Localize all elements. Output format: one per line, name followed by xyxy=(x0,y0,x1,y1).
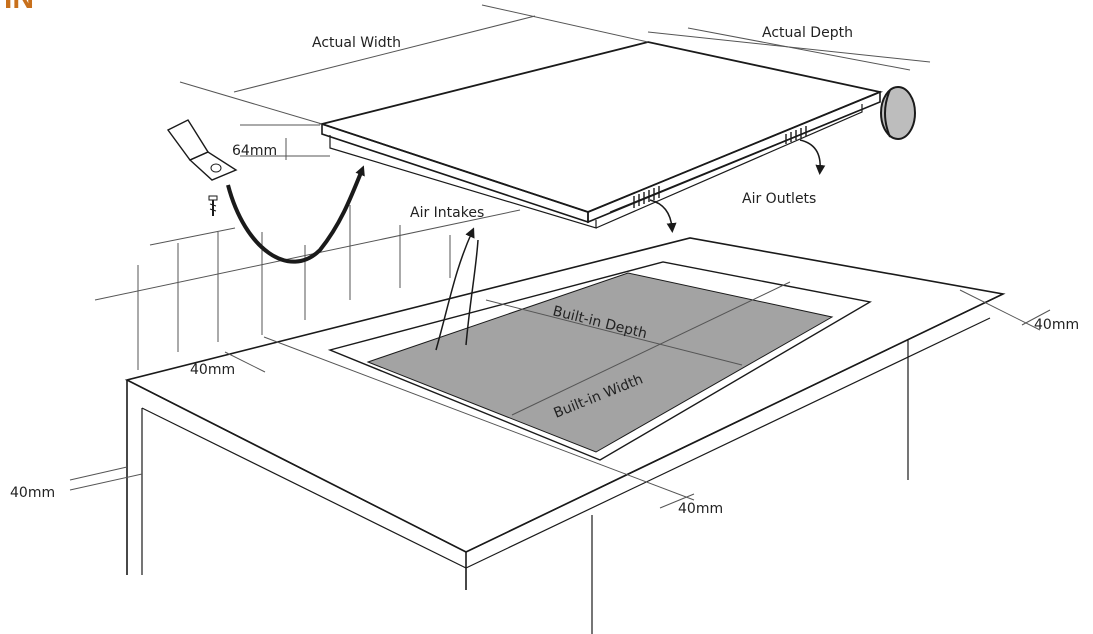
countertop xyxy=(124,237,1041,634)
header-text: IN xyxy=(4,0,34,15)
screw-icon xyxy=(208,195,218,216)
label-air-intakes: Air Intakes xyxy=(410,205,484,221)
label-height-64mm: 64mm xyxy=(232,143,277,159)
dimension-lines xyxy=(69,4,1051,509)
cutout-opening xyxy=(327,261,872,461)
cable-knob xyxy=(880,86,916,140)
cutout-area xyxy=(366,272,834,453)
label-clearance-right: 40mm xyxy=(1034,317,1079,333)
label-clearance-left: 40mm xyxy=(190,362,235,378)
wall-lines xyxy=(94,205,521,370)
vent-grille-front xyxy=(633,186,660,208)
label-air-outlets: Air Outlets xyxy=(742,191,816,207)
vent-grille-side xyxy=(785,126,807,144)
airflow-arrow-icon xyxy=(649,199,677,233)
label-actual-width: Actual Width xyxy=(312,35,401,51)
airflow-arrow-icon xyxy=(435,227,475,351)
label-actual-depth: Actual Depth xyxy=(762,25,853,41)
label-clearance-wall: 40mm xyxy=(10,485,55,501)
hob-unit xyxy=(318,41,916,229)
label-clearance-front: 40mm xyxy=(678,501,723,517)
curved-arrow-icon xyxy=(226,165,365,264)
mounting-bracket-icon xyxy=(166,119,238,181)
airflow-arrow-icon xyxy=(799,139,826,175)
